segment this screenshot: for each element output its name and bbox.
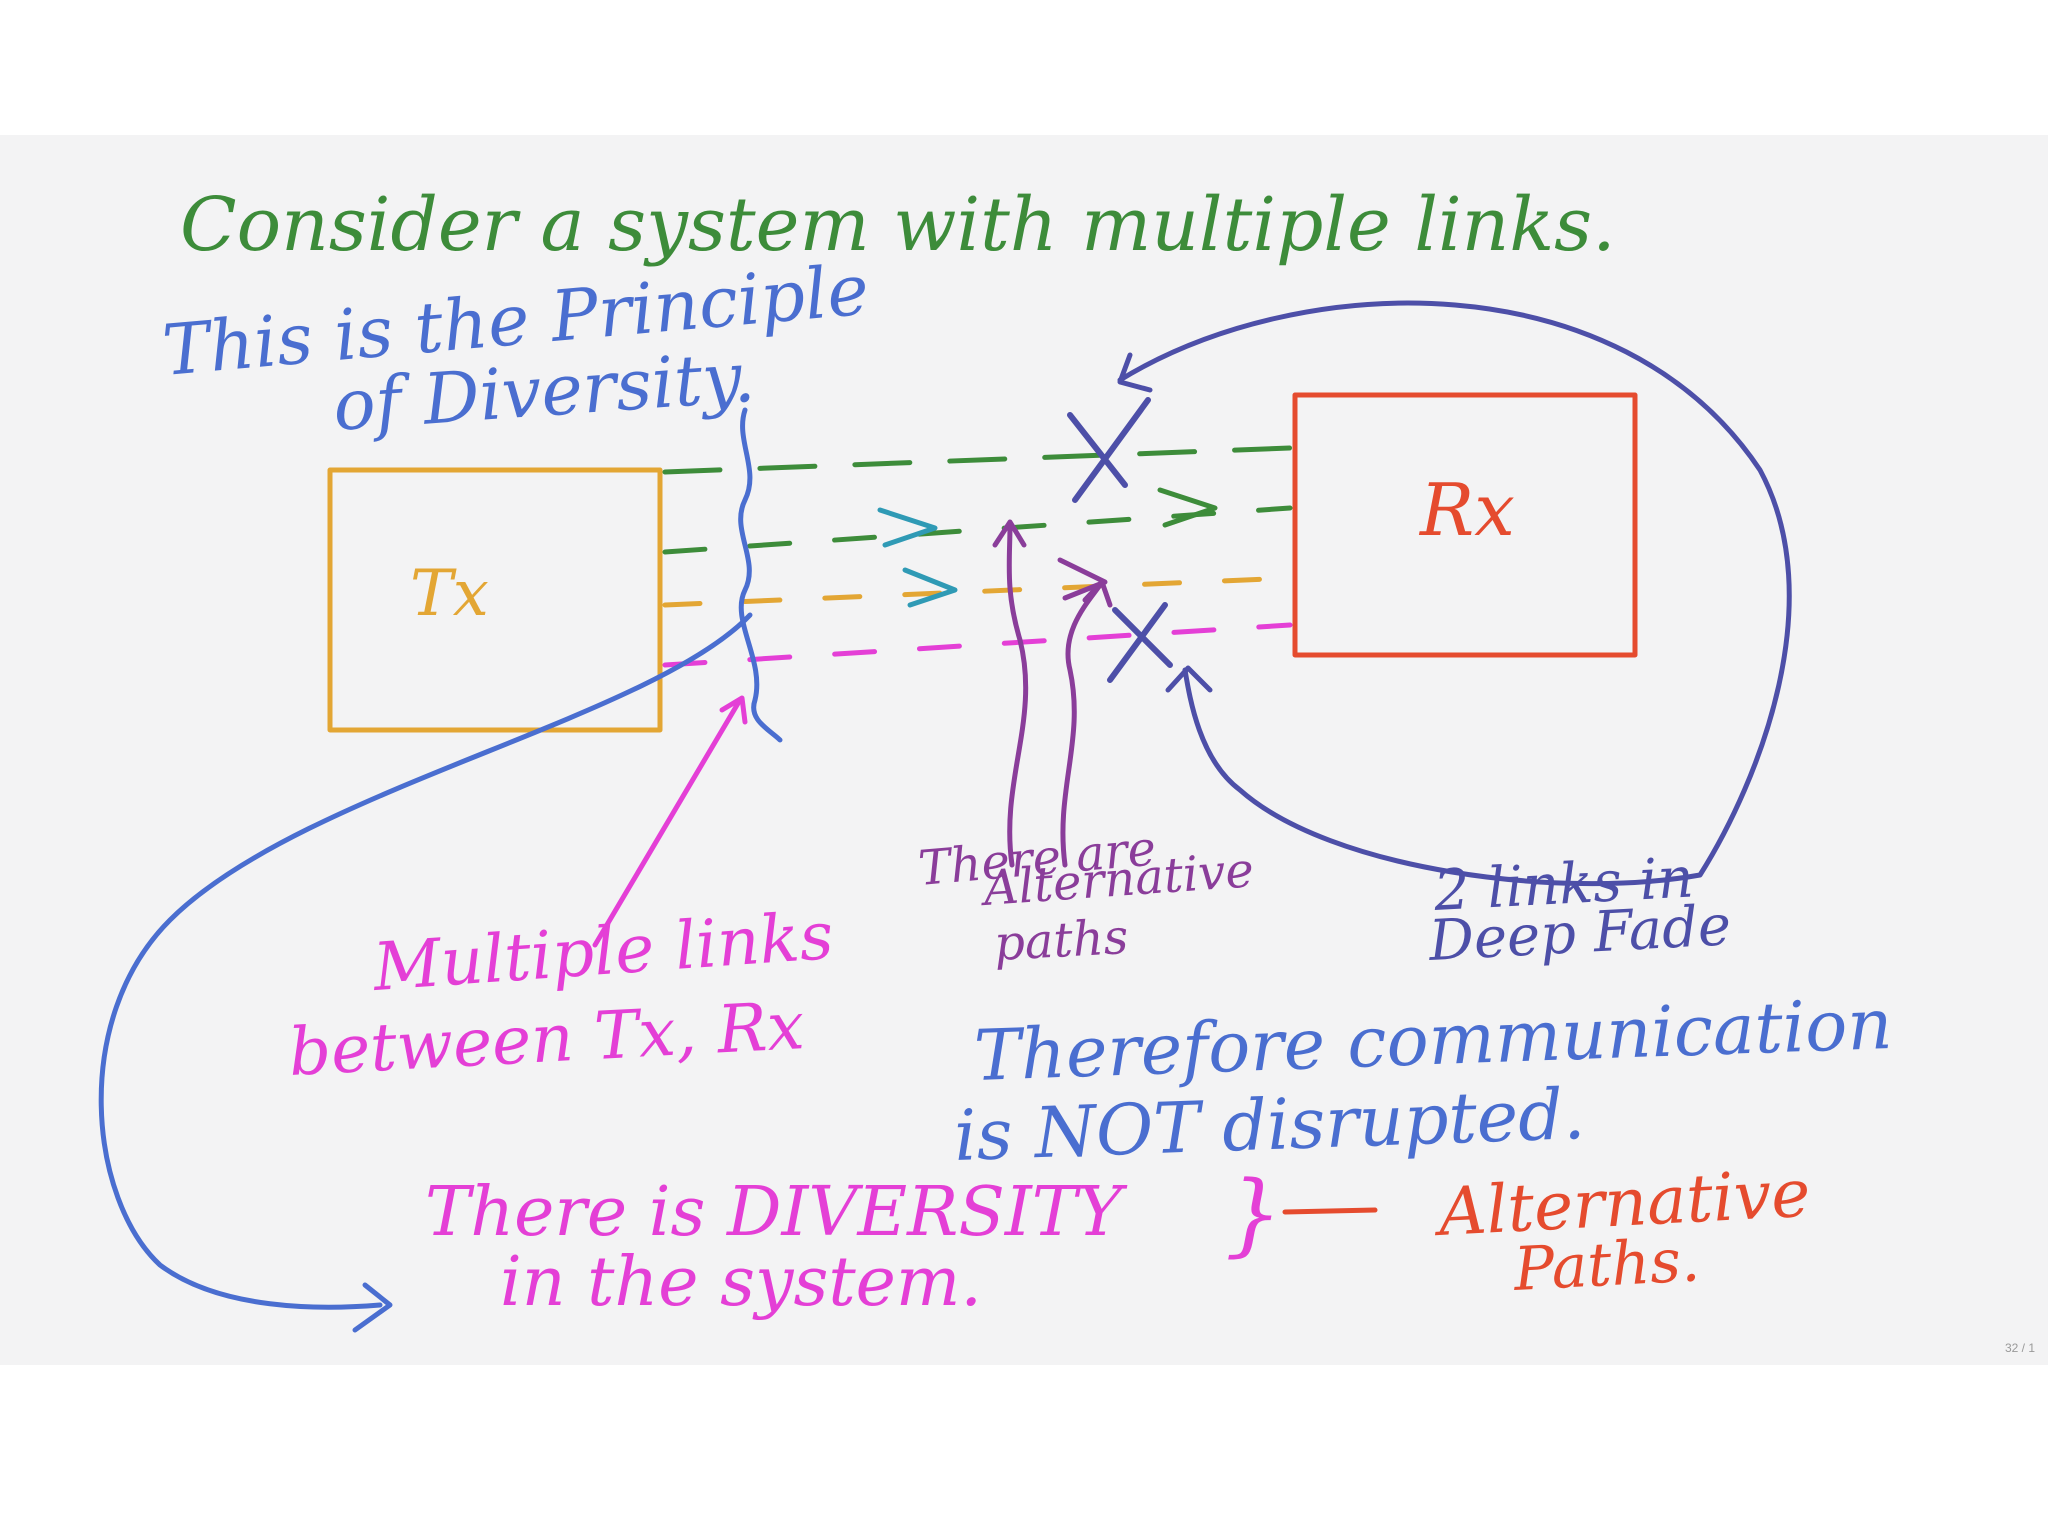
arrowhead-icon	[902, 567, 958, 608]
arrowhead-icon	[1157, 487, 1218, 528]
arrowhead-icon	[352, 1282, 393, 1333]
deep-fade-loop-arrow	[1117, 300, 1792, 887]
diversity-brace: }	[1225, 1162, 1282, 1267]
diversity-curly-line	[738, 407, 783, 743]
signal-arrows	[877, 487, 1218, 608]
fade-crosses	[1067, 397, 1173, 683]
arrowhead-icon	[1057, 557, 1108, 601]
tx-box	[327, 467, 663, 733]
cross-icon	[1067, 397, 1151, 503]
diversity-link-curve	[98, 612, 753, 1310]
link-3	[662, 575, 1293, 608]
arrowhead-icon	[1165, 665, 1213, 693]
arrowhead-icon	[1082, 579, 1113, 608]
deep-fade-note: 2 links in	[1431, 845, 1695, 924]
tx-label: Tx	[410, 557, 489, 631]
link-4	[662, 622, 1293, 668]
arrowhead-icon	[719, 695, 748, 725]
deep-fade-note: Deep Fade	[1426, 893, 1732, 974]
page-number: 32 / 1	[2005, 1341, 2035, 1355]
arrowhead-icon	[877, 507, 938, 548]
arrowhead-icon	[1117, 352, 1153, 393]
whiteboard-background	[0, 135, 2048, 1365]
title-line: Consider a system with multiple links.	[180, 182, 1616, 268]
cross-icon	[1107, 602, 1173, 683]
rx-label: Rx	[1418, 468, 1515, 552]
alt-path-arrow	[1006, 522, 1029, 868]
brace-connector	[1282, 1207, 1378, 1215]
diversity-statement: in the system.	[500, 1243, 982, 1322]
multiple-links-arrow	[592, 697, 743, 948]
arrowhead-icon	[992, 519, 1027, 548]
link-1	[662, 445, 1293, 475]
rx-box	[1292, 392, 1638, 658]
diversity-statement: There is DIVERSITY	[425, 1173, 1128, 1252]
alt-paths-note: paths	[993, 909, 1130, 972]
alt-path-arrow	[1060, 582, 1103, 868]
alternative-paths-label: Paths.	[1511, 1225, 1701, 1305]
